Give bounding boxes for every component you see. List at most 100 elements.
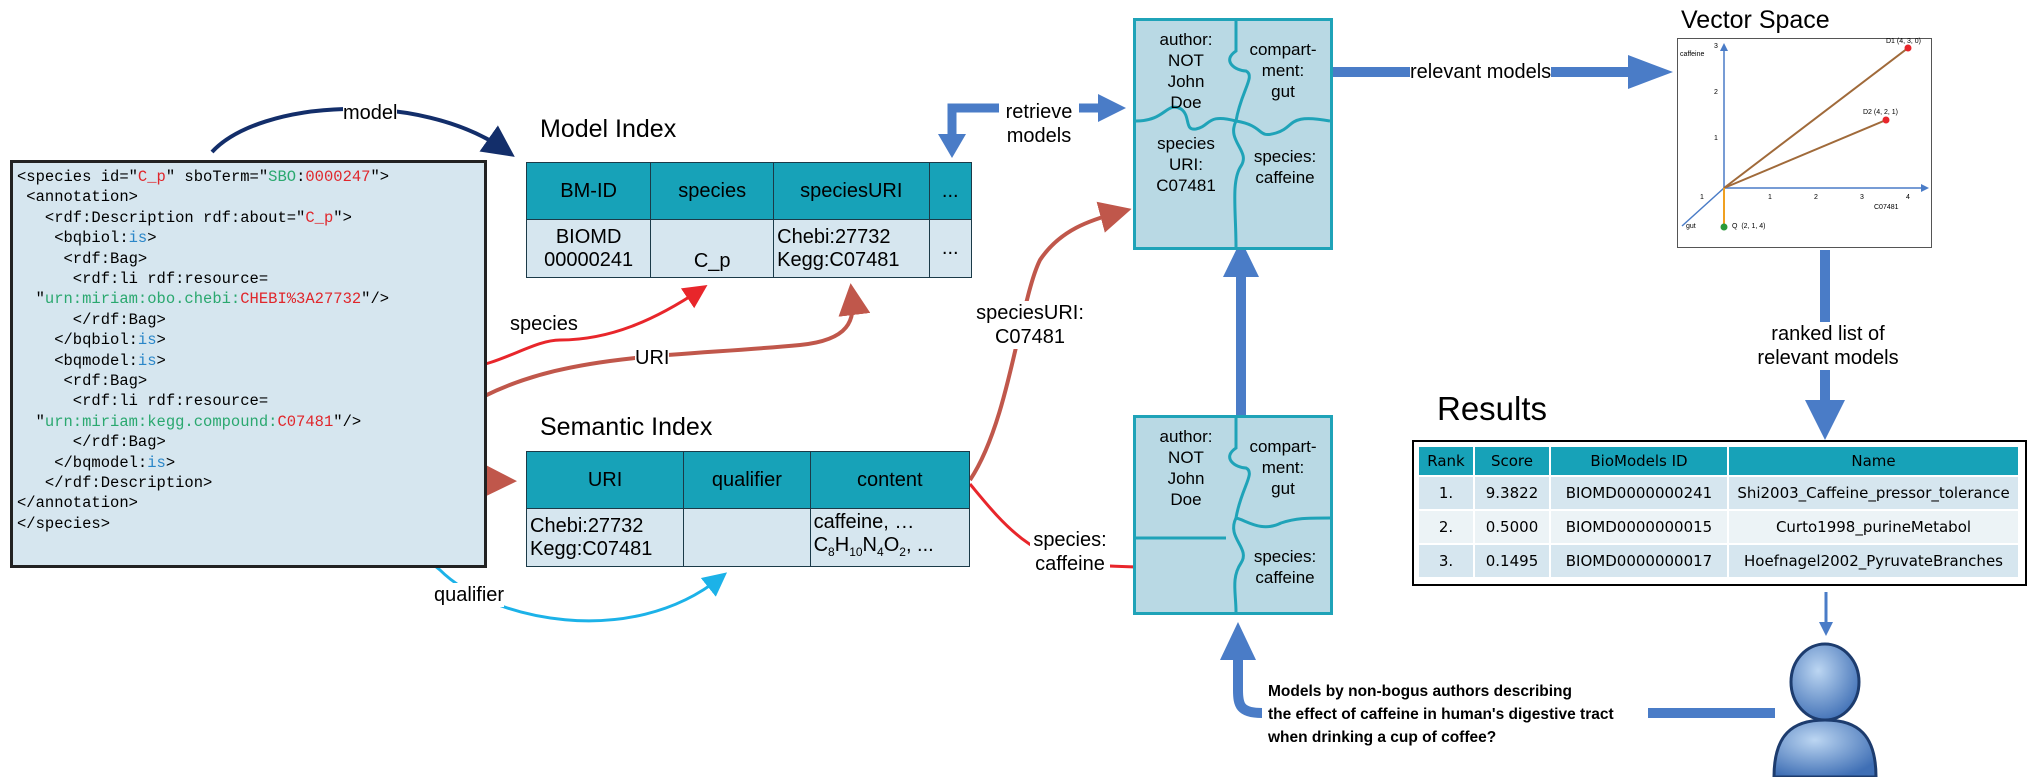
header-cell: speciesURI: [773, 162, 930, 220]
x-tick: 1: [1768, 194, 1772, 201]
model-label: model: [343, 101, 398, 125]
user-query: Models by non-bogus authors describing t…: [1268, 683, 1614, 746]
header-cell: species: [650, 162, 775, 220]
results-table: Rank Score BioModels ID Name 1. 9.3822 B…: [1412, 440, 2027, 586]
code-line: "urn:miriam:kegg.compound:C07481"/>: [17, 412, 362, 431]
speciesuri-label: speciesURI:C07481: [970, 301, 1090, 349]
header-cell: Score: [1474, 447, 1551, 477]
code-line: <bqmodel:is>: [17, 351, 166, 370]
biomodels-id-cell: BIOMD0000000015: [1550, 510, 1729, 545]
header-cell: BM-ID: [525, 162, 652, 220]
y-tick: 1: [1714, 135, 1718, 142]
formula: C8H10N4O2, ...: [813, 534, 934, 559]
rank-cell: 1.: [1419, 476, 1475, 511]
table-row[interactable]: 3. 0.1495 BIOMD0000000017 Hoefnagel2002_…: [1419, 544, 2020, 579]
table-cell: C_p: [650, 219, 775, 278]
puzzle-compartment: compart-ment:gut: [1249, 40, 1317, 101]
x-tick: 2: [1814, 194, 1818, 201]
vector-space-title: Vector Space: [1681, 6, 1830, 34]
header-cell: content: [809, 451, 971, 509]
code-line: </rdf:Bag>: [17, 433, 166, 452]
uri-label: URI: [635, 346, 670, 370]
d1-label: D1 (4, 3, 0): [1886, 38, 1922, 45]
model-index-title: Model Index: [540, 115, 677, 143]
x-tick: 4: [1906, 194, 1910, 201]
header-cell: Name: [1728, 447, 2020, 477]
puzzle-seams: [1136, 21, 1330, 247]
biomodels-id-cell: BIOMD0000000017: [1550, 544, 1729, 579]
speciesuri-arrow: [968, 201, 1132, 482]
x-tick: 3: [1860, 194, 1864, 201]
code-line: <bqbiol:is>: [17, 229, 157, 248]
header-cell: qualifier: [683, 451, 811, 509]
code-line: <rdf:Bag>: [17, 372, 148, 390]
code-line: <rdf:li rdf:resource=: [17, 392, 269, 411]
rank-cell: 2.: [1419, 510, 1475, 545]
species-caffeine-label: species:caffeine: [1030, 528, 1110, 576]
x-axis-label: C07481: [1874, 204, 1899, 211]
vector-space-svg: [1681, 43, 1929, 231]
table-cell: ...: [928, 219, 972, 278]
score-cell: 0.1495: [1474, 544, 1551, 579]
code-line: </rdf:Description>: [17, 474, 213, 492]
qualifier-label: qualifier: [434, 583, 505, 607]
z-axis-label: gut: [1686, 223, 1696, 230]
code-line: </annotation>: [17, 494, 138, 513]
code-line: <rdf:Description rdf:about="C_p">: [17, 208, 352, 227]
q-label: Q (2, 1, 4): [1732, 223, 1766, 230]
code-line: </bqbiol:is>: [17, 331, 166, 350]
code-line: </species>: [17, 514, 111, 533]
code-line: <species id="C_p" sboTerm="SBO:0000247">: [17, 168, 390, 186]
puzzle-species: species:caffeine: [1253, 147, 1317, 187]
score-cell: 0.5000: [1474, 510, 1551, 545]
header-cell: BioModels ID: [1550, 447, 1729, 477]
relevant-models-label: relevant models: [1410, 60, 1552, 84]
score-cell: 9.3822: [1474, 476, 1551, 511]
semantic-index-title: Semantic Index: [540, 413, 713, 441]
biomodels-id-cell: BIOMD0000000241: [1550, 476, 1729, 511]
z-tick: 1: [1700, 194, 1704, 201]
species-label: species: [510, 312, 578, 336]
uri-arrow: [418, 283, 871, 442]
header-cell: Rank: [1419, 447, 1475, 477]
code-line: <annotation>: [17, 188, 138, 207]
results-title: Results: [1437, 390, 1548, 427]
code-line: </bqmodel:is>: [17, 453, 176, 472]
puzzle-compartment: compart-ment:gut: [1249, 437, 1317, 498]
table-cell: caffeine, …C8H10N4O2, ...: [809, 508, 971, 567]
name-cell: Shi2003_Caffeine_pressor_tolerance: [1728, 476, 2020, 511]
y-tick: 2: [1714, 89, 1718, 96]
sbml-annotation-code: <species id="C_p" sboTerm="SBO:0000247">…: [10, 160, 487, 568]
header-cell: ...: [928, 162, 972, 220]
user-icon: [1772, 642, 1878, 777]
code-line: <rdf:Bag>: [17, 249, 148, 268]
name-cell: Curto1998_purineMetabol: [1728, 510, 2020, 545]
puzzle-species: species:caffeine: [1253, 547, 1317, 587]
y-tick: 3: [1714, 43, 1718, 50]
name-cell: Hoefnagel2002_PyruvateBranches: [1728, 544, 2020, 579]
code-line: </rdf:Bag>: [17, 310, 166, 329]
table-row[interactable]: 2. 0.5000 BIOMD0000000015 Curto1998_puri…: [1419, 510, 2020, 545]
code-line: "urn:miriam:obo.chebi:CHEBI%3A27732"/>: [17, 290, 390, 309]
code-line: <rdf:li rdf:resource=: [17, 270, 269, 288]
y-axis-label: caffeine: [1680, 51, 1705, 58]
header-cell: URI: [525, 451, 685, 509]
d2-label: D2 (4, 2, 1): [1863, 109, 1899, 116]
table-row[interactable]: 1. 9.3822 BIOMD0000000241 Shi2003_Caffei…: [1419, 476, 2020, 511]
table-cell: [683, 508, 811, 567]
vector-space-plot: caffeine C07481 gut 3 2 1 1 2 3 4 1 D1 (…: [1677, 38, 1932, 248]
puzzle-seams: [1136, 418, 1330, 612]
